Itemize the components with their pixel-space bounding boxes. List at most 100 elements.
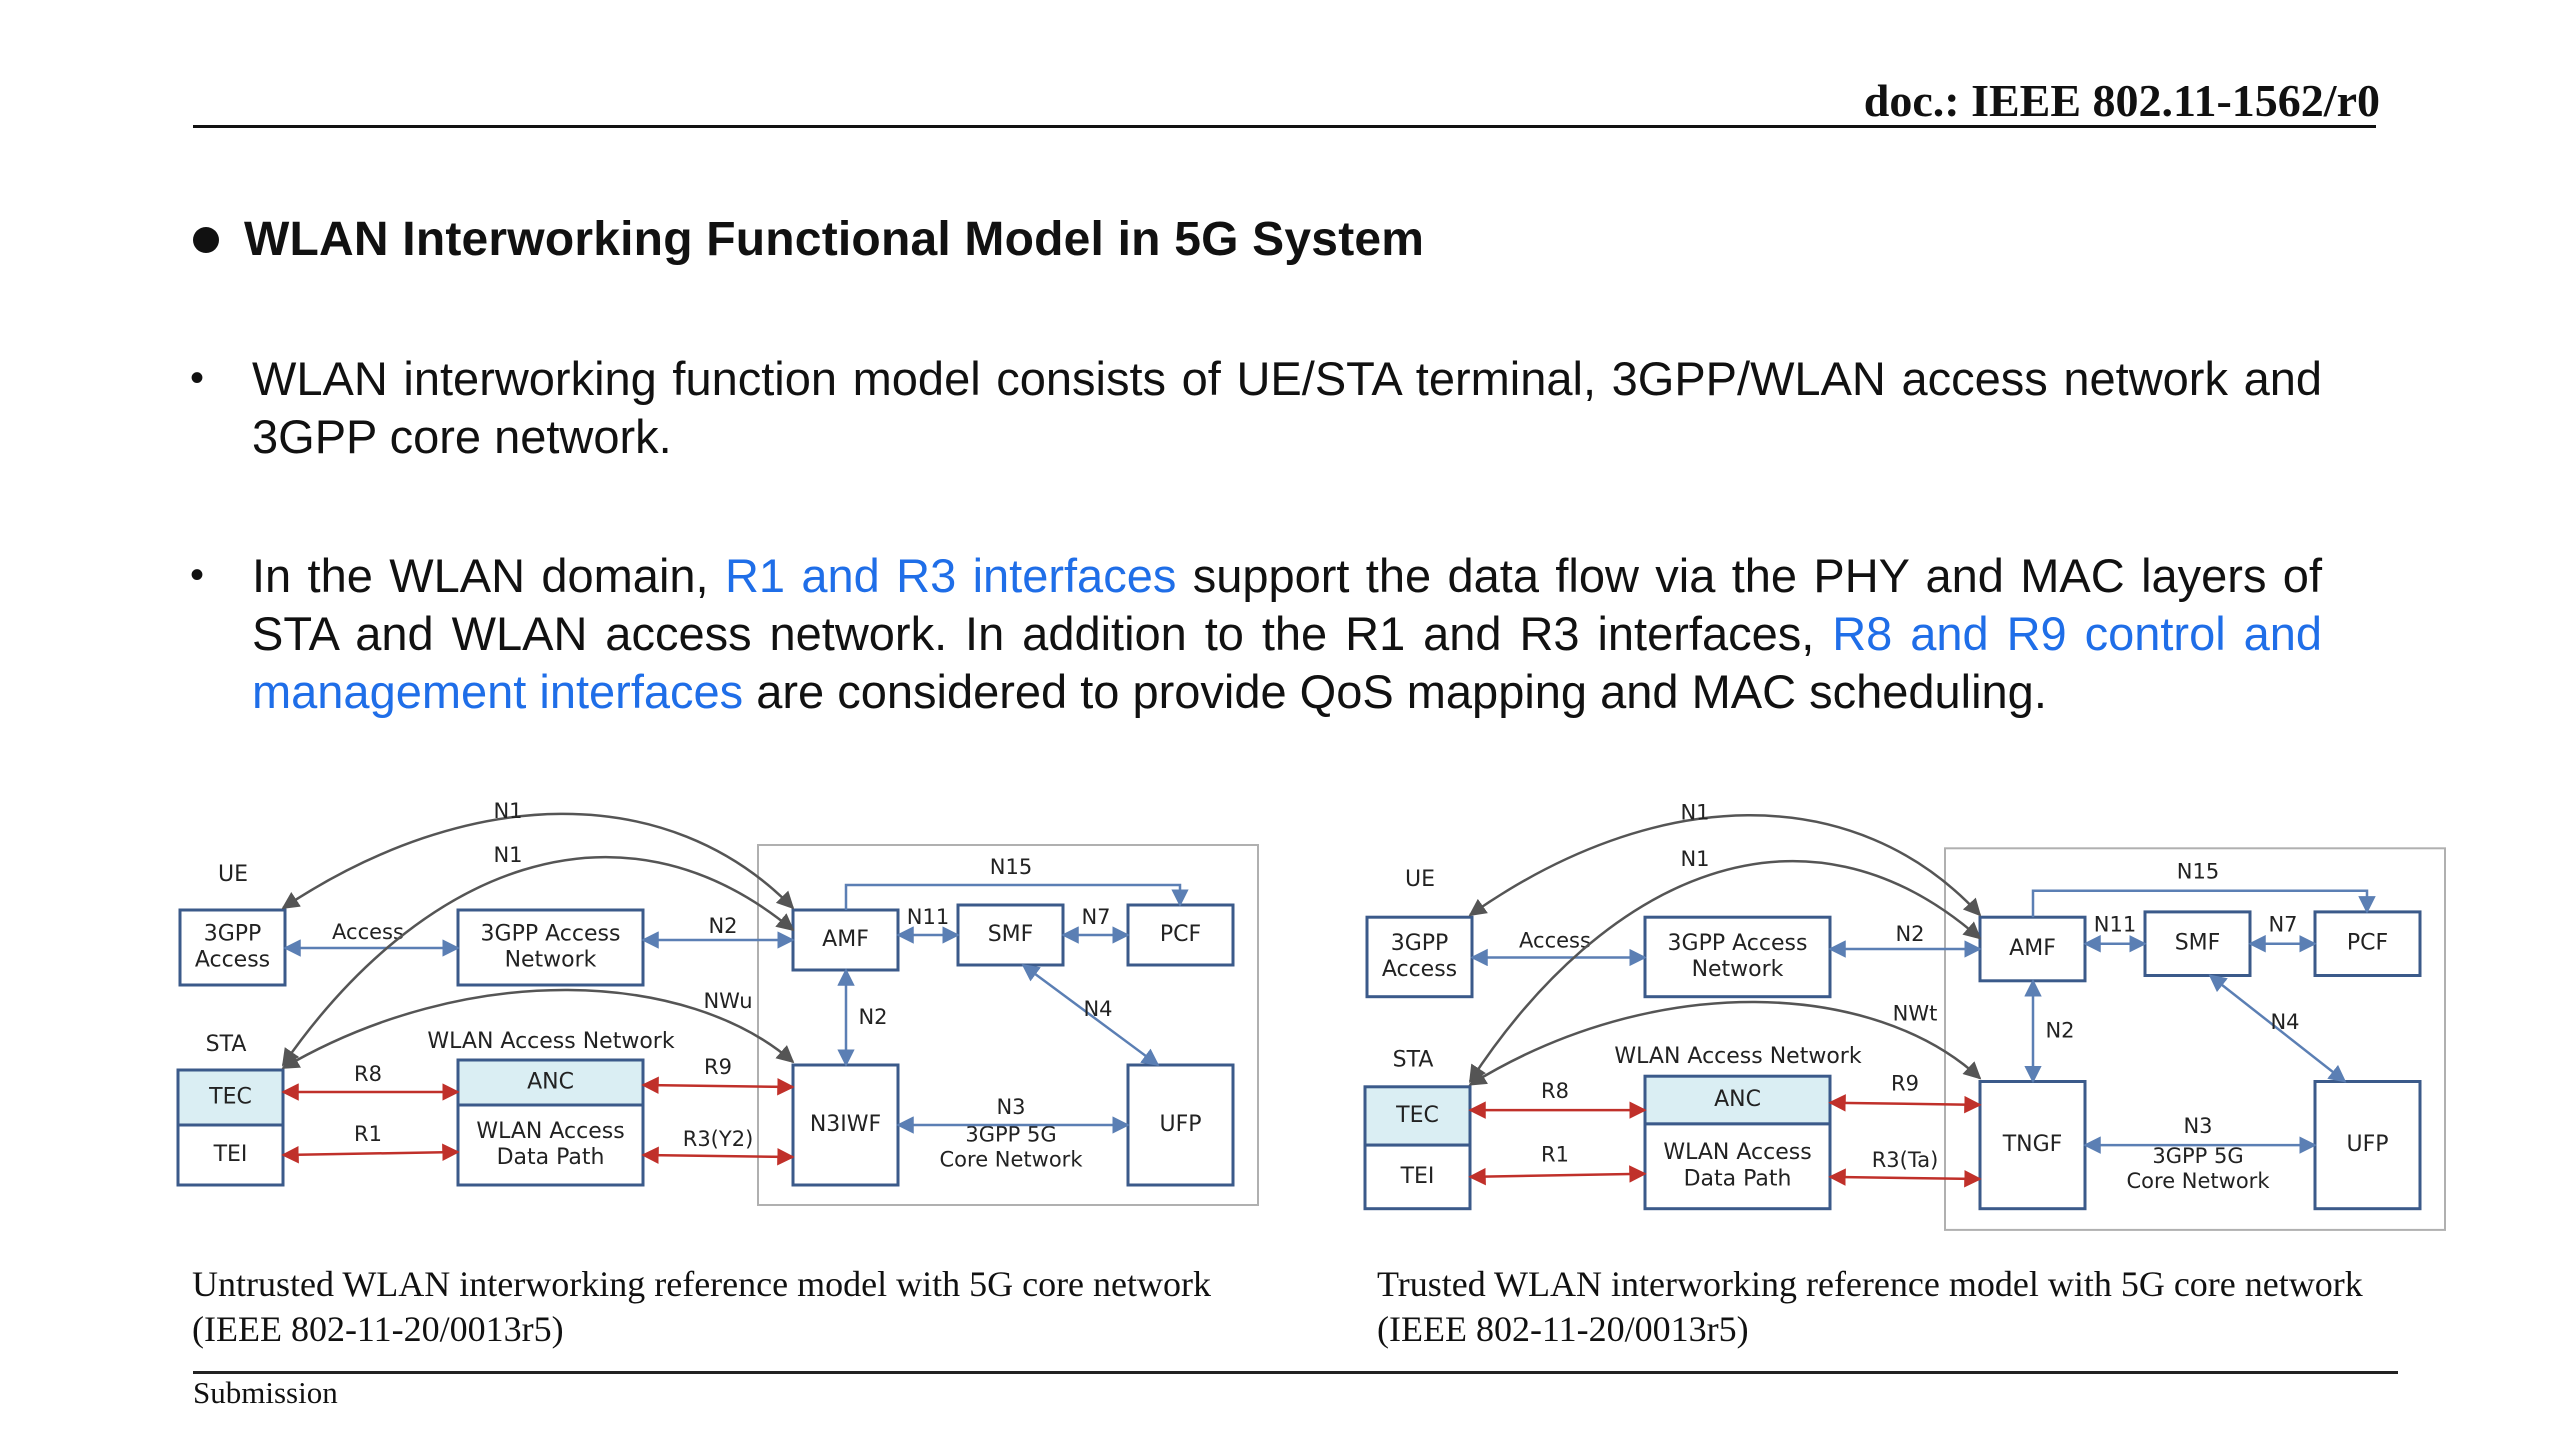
tei-box-label: TEI	[213, 1142, 248, 1167]
r8-label: R8	[354, 1062, 382, 1086]
caption-title: Trusted WLAN interworking reference mode…	[1377, 1264, 2363, 1304]
heading-text: WLAN Interworking Functional Model in 5G…	[244, 213, 1425, 266]
n4-link	[2208, 974, 2347, 1083]
nw-label: NWt	[1893, 1002, 1938, 1026]
smf-box-label: SMF	[2175, 931, 2221, 956]
ue-label: UE	[1405, 867, 1435, 892]
caption-trusted: Trusted WLAN interworking reference mode…	[1377, 1262, 2557, 1352]
upf-box	[2313, 1080, 2422, 1211]
n1-sta-curve	[281, 855, 795, 1067]
footer-divider	[193, 1371, 2398, 1374]
r3-link	[641, 1146, 795, 1166]
wlan-network-label: WLAN Access Network	[1614, 1044, 1861, 1069]
r9-label: R9	[1891, 1072, 1919, 1096]
n11-label: N11	[2094, 913, 2136, 937]
bullet-icon: •	[190, 356, 205, 400]
r9-link	[1828, 1094, 1982, 1114]
paragraph-2-text-b: support the data flow via the PHY and MA…	[252, 549, 2322, 660]
n2-top-label: N2	[708, 914, 737, 938]
anc-box-label: ANC	[1714, 1087, 1761, 1112]
nw-curve	[1468, 1000, 1982, 1086]
ue-3gpp-access-box	[1365, 915, 1474, 999]
n1-ue-curve	[281, 812, 795, 910]
footer-text: Submission	[193, 1375, 338, 1410]
n15-label: N15	[2177, 860, 2219, 884]
r1-link	[1468, 1165, 1647, 1186]
n1-top-label: N1	[493, 799, 522, 823]
n2-mid-label: N2	[2045, 1019, 2074, 1043]
access-link-label: Access	[332, 920, 404, 944]
n4-label: N4	[1083, 997, 1112, 1021]
tec-box-label: TEC	[208, 1085, 252, 1110]
access-link-label: Access	[1519, 929, 1591, 953]
wlan-data-path-box	[456, 1103, 645, 1187]
tec-box-label: TEC	[1395, 1103, 1439, 1128]
n1-mid-label: N1	[1680, 847, 1709, 871]
paragraph-2: In the WLAN domain, R1 and R3 interfaces…	[252, 547, 2322, 721]
r3-link	[1828, 1168, 1982, 1188]
wlan-data-path-box	[1643, 1122, 1832, 1211]
n15-link	[844, 883, 1189, 910]
caption-untrusted: Untrusted WLAN interworking reference mo…	[192, 1262, 1392, 1352]
upf-box-label: UFP	[2346, 1132, 2388, 1157]
upf-box	[1126, 1063, 1235, 1187]
r8-label: R8	[1541, 1079, 1569, 1103]
r1-link	[281, 1143, 460, 1164]
smf-box	[956, 903, 1065, 967]
n7-label: N7	[1081, 905, 1110, 929]
nw-curve	[281, 988, 795, 1070]
n1-mid-label: N1	[493, 843, 522, 867]
r3-label: R3(Y2)	[683, 1127, 754, 1151]
sta-label: STA	[1393, 1047, 1434, 1072]
n4-link	[1021, 963, 1160, 1067]
highlight-r1-r3: R1 and R3 interfaces	[724, 549, 1177, 602]
r9-label: R9	[704, 1055, 732, 1079]
interworking-function-box-label: N3IWF	[810, 1112, 881, 1137]
paragraph-1: WLAN interworking function model consist…	[252, 352, 2322, 463]
smf-box-label: SMF	[988, 922, 1034, 947]
ue-3gpp-access-box	[178, 908, 287, 987]
n7-label: N7	[2268, 913, 2297, 937]
n15-link	[2031, 889, 2376, 918]
r9-link	[641, 1076, 795, 1096]
caption-source: (IEEE 802-11-20/0013r5)	[192, 1309, 564, 1349]
n2-top-label: N2	[1895, 922, 1924, 946]
nw-label: NWu	[703, 989, 752, 1013]
highlight-r8-r9: R8 and R9 control and management interfa…	[252, 607, 2322, 718]
n1-ue-curve	[1468, 814, 1982, 917]
ue-label: UE	[218, 862, 248, 887]
anc-box-label: ANC	[527, 1070, 574, 1095]
paragraph-2-text-a: In the WLAN domain,	[252, 549, 725, 602]
n15-label: N15	[990, 855, 1032, 879]
amf-box-label: AMF	[2009, 936, 2056, 961]
n3-label: N3	[996, 1095, 1025, 1119]
smf-box	[2143, 910, 2252, 977]
interworking-function-box-label: TNGF	[2002, 1132, 2063, 1157]
pcf-box	[1126, 903, 1235, 967]
paragraph-2-text-c: are considered to provide QoS mapping an…	[743, 665, 2047, 718]
tei-box-label: TEI	[1400, 1164, 1435, 1189]
upf-box-label: UFP	[1159, 1112, 1201, 1137]
caption-title: Untrusted WLAN interworking reference mo…	[192, 1264, 1212, 1304]
n4-label: N4	[2270, 1010, 2299, 1034]
wlan-network-label: WLAN Access Network	[427, 1029, 674, 1054]
r3-label: R3(Ta)	[1872, 1148, 1939, 1172]
document-id: doc.: IEEE 802.11-1562/r0	[1863, 75, 2380, 126]
n11-label: N11	[907, 905, 949, 929]
caption-source: (IEEE 802-11-20/0013r5)	[1377, 1309, 1749, 1349]
bullet-dot-icon	[193, 226, 219, 253]
n1-sta-curve	[1468, 860, 1982, 1083]
amf-box	[791, 908, 900, 972]
n2-mid-label: N2	[858, 1005, 887, 1029]
n1-top-label: N1	[1680, 800, 1709, 824]
sta-label: STA	[206, 1032, 247, 1057]
r1-label: R1	[1541, 1143, 1569, 1167]
pcf-box-label: PCF	[2347, 931, 2388, 956]
section-heading: WLAN Interworking Functional Model in 5G…	[193, 212, 1424, 267]
